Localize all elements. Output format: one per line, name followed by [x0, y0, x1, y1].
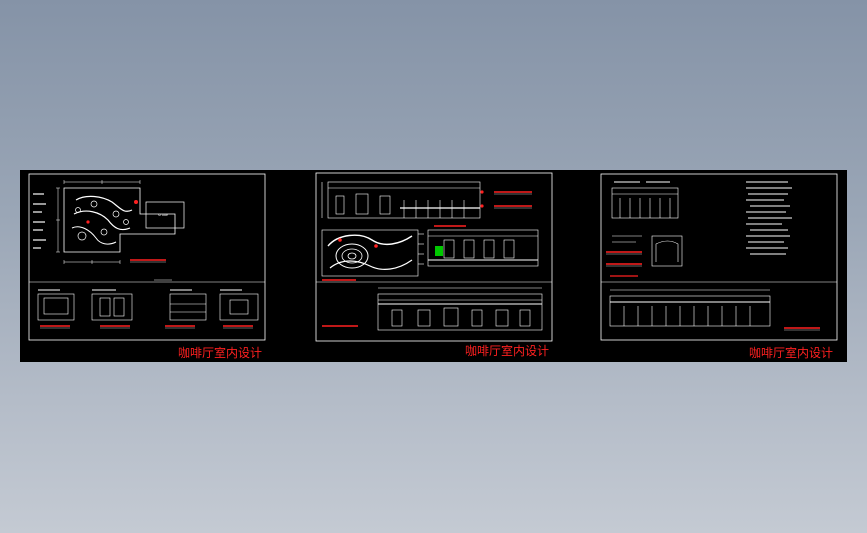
sheet-2-elevation-tags — [480, 190, 532, 209]
sheet-2-ceiling-plan — [321, 229, 424, 277]
sheet-3-notes — [746, 181, 792, 255]
sheet-2-marker — [374, 244, 378, 248]
sheet-1-left-labels — [33, 193, 46, 249]
sheet-3-border — [600, 173, 838, 341]
sheet-3-title: 咖啡厅室内设计 — [749, 346, 834, 360]
sheet-1-detail-tags — [40, 325, 253, 329]
drawing-svg: STORE — [28, 172, 838, 342]
drawing-canvas[interactable]: STORE — [20, 170, 847, 362]
sheet-1[interactable]: STORE — [28, 173, 266, 341]
sheet-2-marker — [338, 238, 342, 242]
sheet-2-elevation-mid — [427, 229, 539, 267]
sheet-1-floor-plan: STORE — [56, 180, 185, 264]
sheet-2-border — [315, 172, 553, 342]
sheet-2-highlight — [435, 246, 443, 256]
svg-text:STORE: STORE — [158, 213, 168, 217]
sheet-3-elevation-top — [611, 181, 679, 219]
sheet-1-title: 咖啡厅室内设计 — [178, 346, 263, 360]
sheet-1-details — [37, 289, 259, 321]
sheet-1-border — [28, 173, 266, 341]
sheet-3-bottom-tag — [784, 327, 820, 331]
sheet-2-title: 咖啡厅室内设计 — [465, 344, 550, 358]
sheet-3-tags — [606, 251, 642, 277]
sheet-2-mid-tags — [322, 225, 466, 281]
sheet-3[interactable] — [600, 173, 838, 341]
sheet-2[interactable] — [315, 172, 553, 342]
sheet-3-detail — [612, 235, 683, 267]
sheet-1-plan-tag — [130, 259, 172, 281]
sheet-2-elevation-bottom — [377, 287, 543, 331]
sheet-2-elevation-top — [321, 181, 481, 219]
sheet-3-elevation-bottom — [609, 289, 771, 327]
